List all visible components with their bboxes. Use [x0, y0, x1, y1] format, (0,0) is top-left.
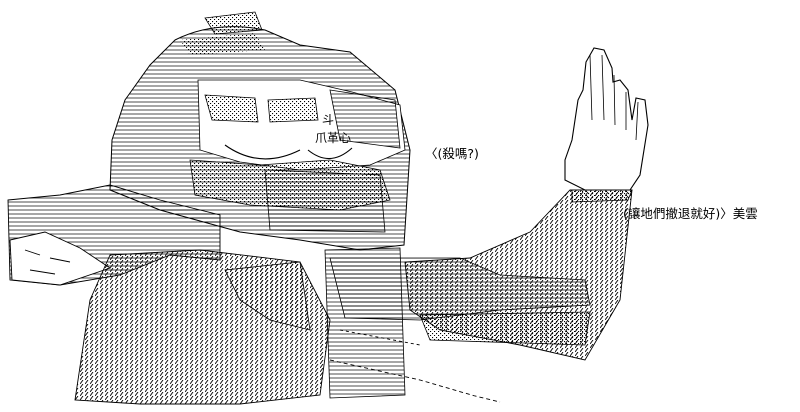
speech-answer: (讓地們撤退就好)〉美雲 — [623, 206, 758, 221]
right-arm — [329, 189, 633, 361]
raised-palm — [564, 47, 649, 203]
left-hand — [7, 184, 221, 286]
face-mark-2: 爪革心 — [315, 131, 352, 145]
face-region — [189, 79, 406, 233]
face-mark-1: 斗 — [322, 113, 335, 127]
bottom-strokes — [329, 329, 501, 403]
speech-question: 〈(殺嗎?) — [425, 146, 479, 161]
